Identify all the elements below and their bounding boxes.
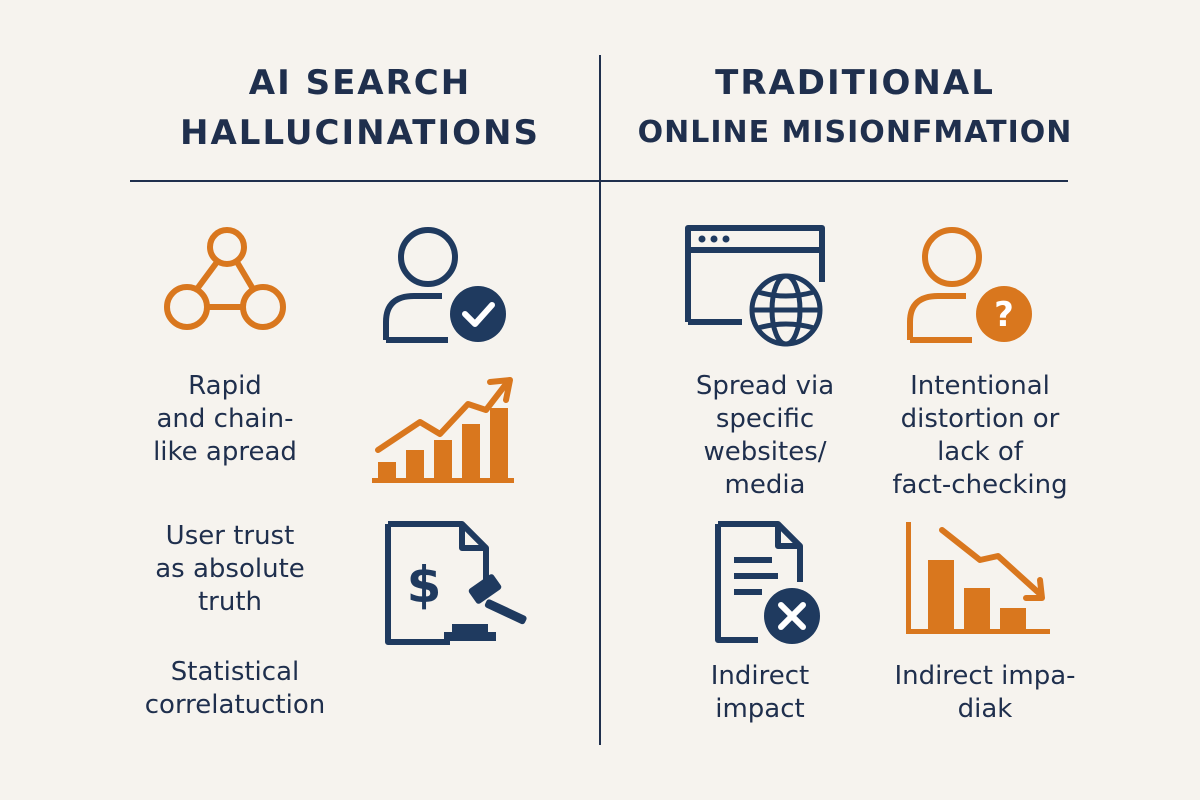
left-label-statistical: Statistical correlatuction xyxy=(144,657,326,720)
document-dollar-gavel-icon: $ xyxy=(382,520,542,650)
network-nodes-icon xyxy=(155,225,295,340)
svg-text:?: ? xyxy=(994,295,1014,335)
right-label-spread-via: Spread via specific websites/ media xyxy=(695,371,835,500)
declining-chart-icon xyxy=(902,520,1052,640)
growth-chart-icon xyxy=(368,372,518,487)
left-title-line1: AI SEARCH xyxy=(248,63,472,103)
vertical-divider xyxy=(599,55,601,745)
user-check-icon xyxy=(378,222,513,347)
left-label-user-trust: User trust as absolute truth xyxy=(155,521,305,617)
left-label-rapid-spread: Rapid and chain- like apread xyxy=(153,371,297,467)
right-label-indirect-impa-diak: Indirect impa- diak xyxy=(894,661,1076,724)
browser-globe-icon xyxy=(682,222,832,352)
right-title-line2: ONLINE MISIONFMATION xyxy=(637,115,1073,150)
svg-text:$: $ xyxy=(407,556,442,614)
user-question-icon: ? xyxy=(902,222,1042,347)
left-column-title: AI SEARCH HALLUCINATIONS xyxy=(130,58,590,158)
left-title-line2: HALLUCINATIONS xyxy=(180,113,540,153)
right-title-line1: TRADITIONAL xyxy=(715,63,995,103)
right-label-indirect-impact: Indirect impact xyxy=(710,661,810,724)
right-column-title: TRADITIONAL ONLINE MISIONFMATION xyxy=(620,58,1090,158)
document-x-icon xyxy=(712,520,832,650)
right-label-intentional-distortion: Intentional distortion or lack of fact-c… xyxy=(892,371,1068,500)
horizontal-divider xyxy=(130,180,1068,182)
